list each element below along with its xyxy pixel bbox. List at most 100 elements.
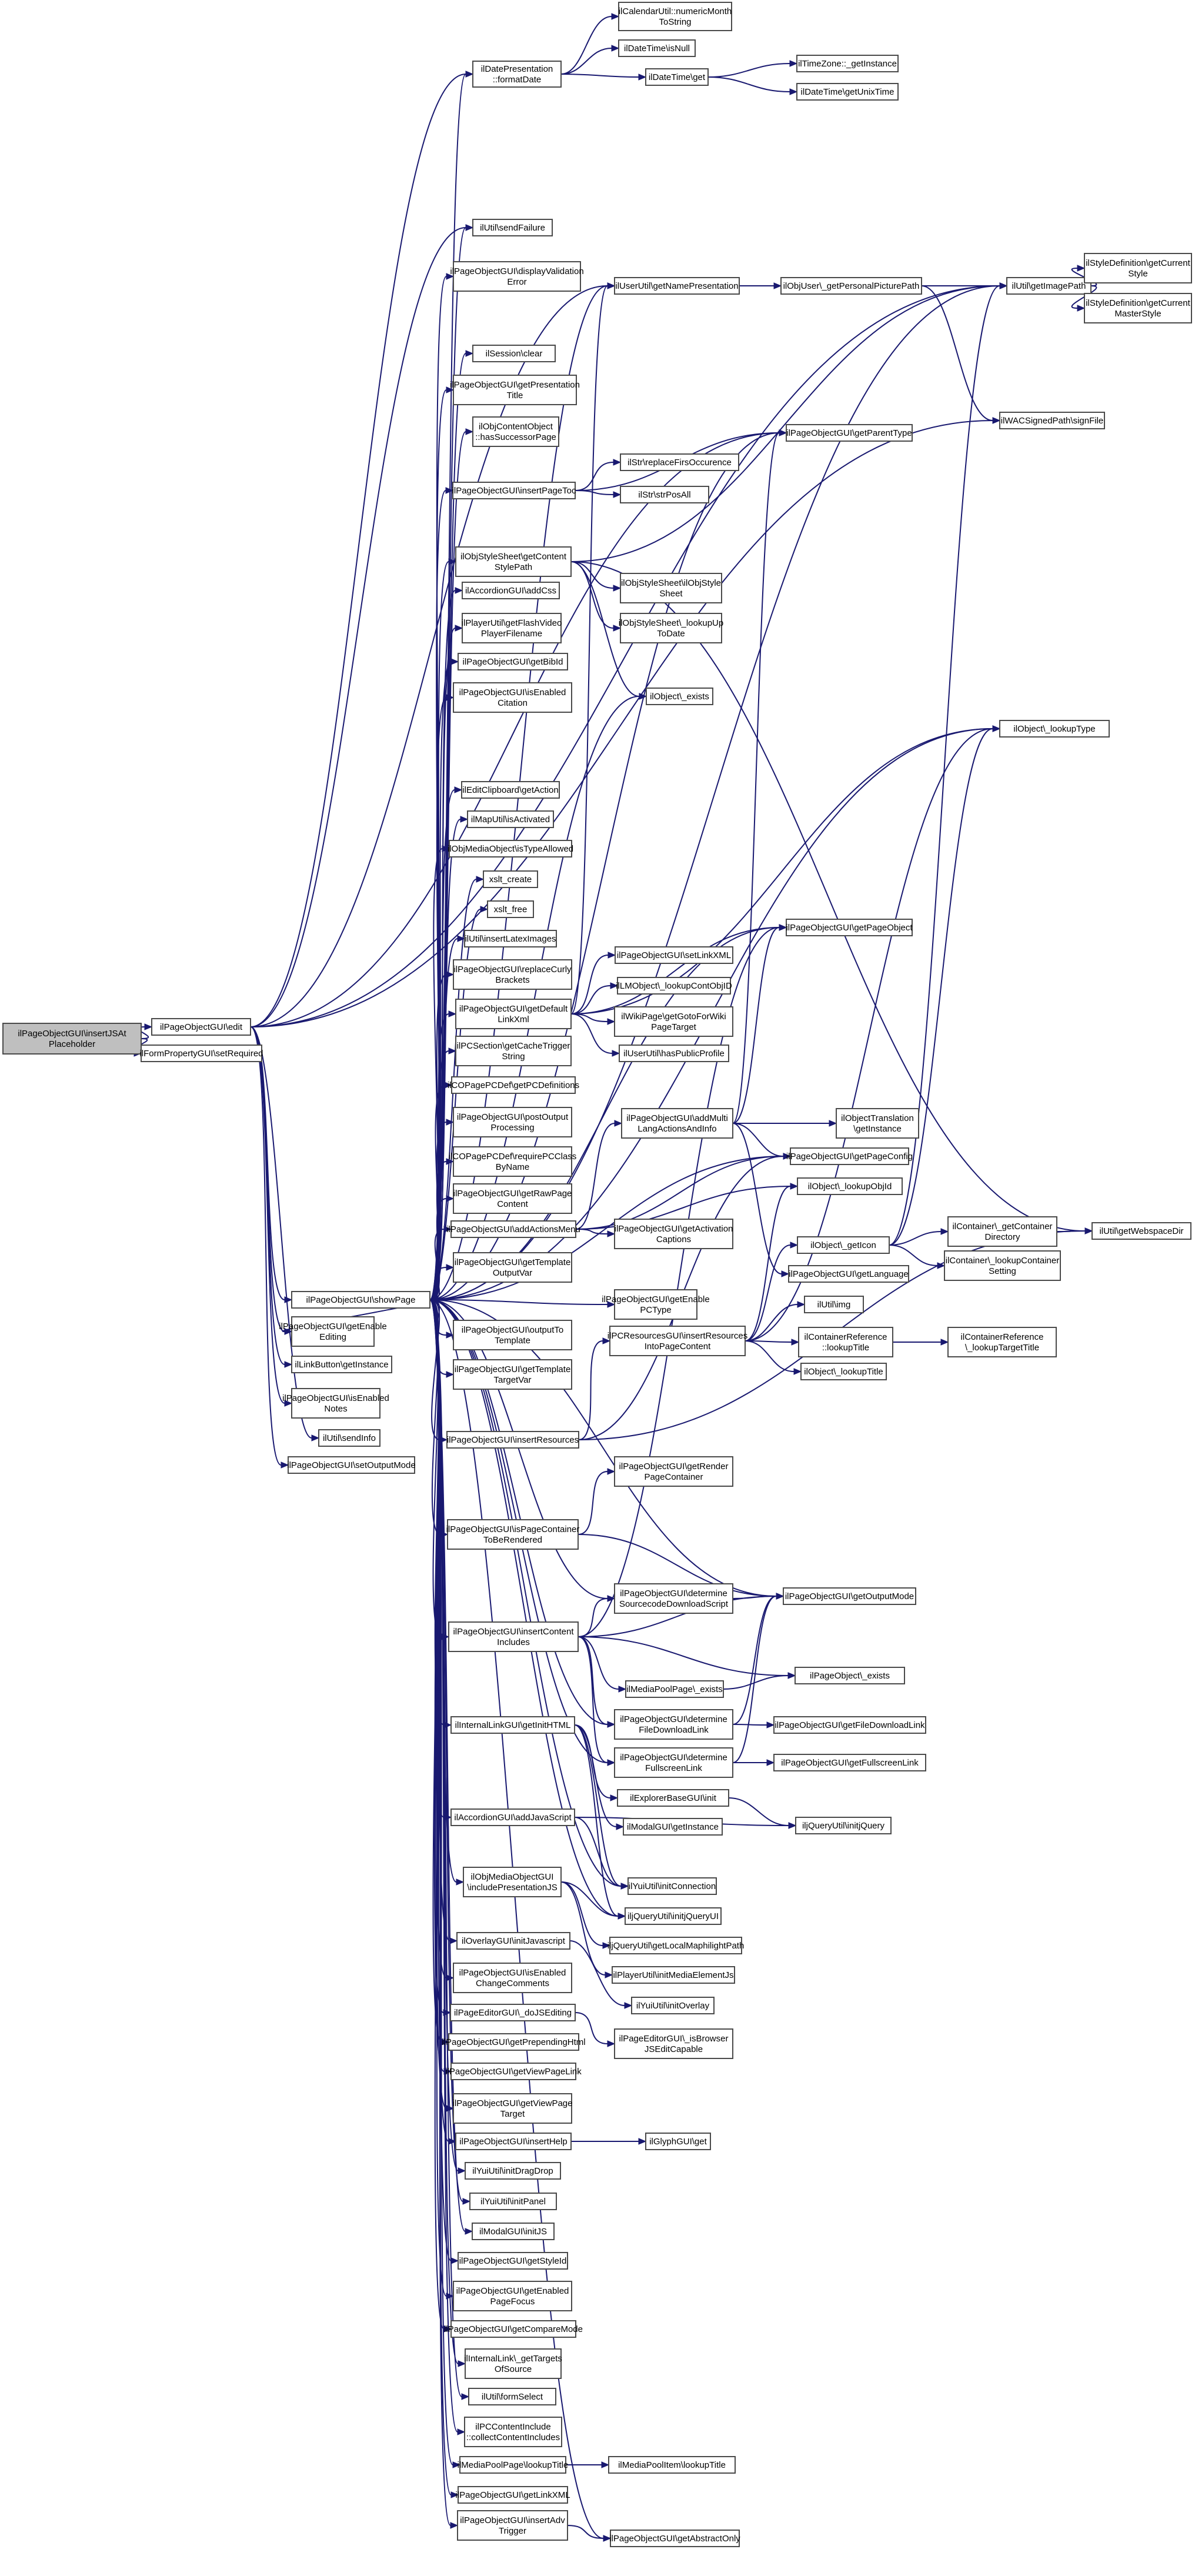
node-yuiPanel[interactable]: ilYuiUtil\initPanel <box>469 2193 557 2210</box>
node-editorDoJs[interactable]: ilPageEditorGUI\_doJSEditing <box>450 2004 576 2021</box>
node-box[interactable] <box>453 682 572 713</box>
node-box[interactable] <box>623 1818 723 1836</box>
node-box[interactable] <box>459 2456 566 2474</box>
node-box[interactable] <box>450 2320 576 2338</box>
node-mediaInclPres[interactable]: ilObjMediaObjectGUI\includePresentationJ… <box>463 1867 562 1897</box>
node-wacSigned[interactable]: ilWACSignedPath\signFile <box>999 412 1105 429</box>
node-box[interactable] <box>621 1108 733 1139</box>
node-detSourcecode[interactable]: ilPageObjectGUI\determineSourcecodeDownl… <box>614 1583 733 1614</box>
node-yuiDragDrop[interactable]: ilYuiUtil\initDragDrop <box>465 2162 561 2180</box>
node-box[interactable] <box>453 261 581 292</box>
node-box[interactable] <box>798 1327 893 1357</box>
node-box[interactable] <box>453 1320 572 1350</box>
node-box[interactable] <box>450 2004 576 2021</box>
node-box[interactable] <box>804 1296 864 1313</box>
node-box[interactable] <box>947 1216 1057 1247</box>
node-box[interactable] <box>786 424 913 442</box>
node-getOutputMode[interactable]: ilPageObjectGUI\getOutputMode <box>783 1587 916 1605</box>
node-box[interactable] <box>773 1716 926 1734</box>
node-yuiOverlay[interactable]: ilYuiUtil\initOverlay <box>631 1997 715 2014</box>
node-box[interactable] <box>458 2486 568 2504</box>
node-box[interactable] <box>455 1036 572 1066</box>
node-dtUnix[interactable]: ilDateTime\getUnixTime <box>796 83 899 101</box>
node-overlayInit[interactable]: ilOverlayGUI\initJavascript <box>456 1932 570 1950</box>
node-isPageContainer[interactable]: ilPageObjectGUI\isPageContainerToBeRende… <box>446 1519 580 1550</box>
node-styleSheetObj[interactable]: ilObjStyleSheet\ilObjStyleSheet <box>620 573 722 603</box>
node-box[interactable] <box>468 2388 556 2405</box>
node-box[interactable] <box>487 900 534 918</box>
node-lookupObjId[interactable]: ilObject\_lookupObjId <box>797 1177 903 1195</box>
node-box[interactable] <box>619 1045 729 1062</box>
node-box[interactable] <box>483 870 538 888</box>
node-box[interactable] <box>797 1177 903 1195</box>
node-box[interactable] <box>620 573 722 603</box>
node-xsltFree[interactable]: xslt_free <box>487 900 534 918</box>
node-getStyleId[interactable]: ilPageObjectGUI\getStyleId <box>458 2252 568 2270</box>
node-box[interactable] <box>614 1747 733 1778</box>
node-box[interactable] <box>288 1456 415 1474</box>
node-box[interactable] <box>646 688 713 705</box>
node-edit[interactable]: ilPageObjectGUI\edit <box>151 1018 251 1036</box>
node-objTransInst[interactable]: ilObjectTranslation\getInstance <box>836 1108 919 1139</box>
node-box[interactable] <box>944 1250 1061 1281</box>
node-box[interactable] <box>462 613 562 643</box>
node-box[interactable] <box>783 1587 916 1605</box>
node-box[interactable] <box>472 416 559 447</box>
node-box[interactable] <box>618 2 732 31</box>
node-insertPageToc[interactable]: ilPageObjectGUI\insertPageToc <box>452 482 576 499</box>
node-box[interactable] <box>462 582 560 599</box>
node-box[interactable] <box>453 959 572 990</box>
node-getFileDownload[interactable]: ilPageObjectGUI\getFileDownloadLink <box>773 1716 926 1734</box>
node-intLinkInit[interactable]: ilInternalLinkGUI\getInitHTML <box>450 1716 575 1734</box>
node-getCompareMode[interactable]: ilPageObjectGUI\getCompareMode <box>444 2320 583 2338</box>
node-accAddJs[interactable]: ilAccordionGUI\addJavaScript <box>450 1808 575 1826</box>
node-box[interactable] <box>610 2530 740 2547</box>
node-hasPublicProfile[interactable]: ilUserUtil\hasPublicProfile <box>619 1045 729 1062</box>
node-box[interactable] <box>614 2028 733 2059</box>
node-box[interactable] <box>448 2033 579 2051</box>
node-getFullscreen[interactable]: ilPageObjectGUI\getFullscreenLink <box>773 1754 926 1771</box>
node-setReq[interactable]: ilFormPropertyGUI\setRequired <box>139 1045 263 1062</box>
node-box[interactable] <box>455 2133 572 2150</box>
node-modalInst[interactable]: ilModalGUI\getInstance <box>623 1818 723 1836</box>
node-objLookupType[interactable]: ilObject\_lookupType <box>999 720 1110 738</box>
node-box[interactable] <box>614 277 740 295</box>
node-editClipboard[interactable]: ilEditClipboard\getAction <box>461 781 560 799</box>
node-accAddCss[interactable]: ilAccordionGUI\addCss <box>462 582 560 599</box>
node-dtIsNull[interactable]: ilDateTime\isNull <box>618 39 696 57</box>
node-box[interactable] <box>472 219 553 236</box>
node-jqInitUI[interactable]: iljQueryUtil\initjQueryUI <box>625 1907 722 1925</box>
node-box[interactable] <box>627 1877 717 1895</box>
node-box[interactable] <box>469 2193 557 2210</box>
node-box[interactable] <box>453 1359 572 1390</box>
node-box[interactable] <box>465 2348 562 2379</box>
node-box[interactable] <box>1006 277 1091 295</box>
node-pageExists[interactable]: ilPageObject\_exists <box>795 1667 905 1684</box>
node-box[interactable] <box>453 1146 572 1177</box>
node-box[interactable] <box>465 2162 561 2180</box>
node-objExists[interactable]: ilObject\_exists <box>646 688 713 705</box>
node-box[interactable] <box>458 2252 568 2270</box>
node-box[interactable] <box>141 1045 262 1062</box>
node-box[interactable] <box>472 61 562 88</box>
node-box[interactable] <box>451 1076 576 1094</box>
node-explorerInit[interactable]: ilExplorerBaseGUI\init <box>617 1789 729 1807</box>
node-userNamePres[interactable]: ilUserUtil\getNamePresentation <box>614 277 740 295</box>
node-box[interactable] <box>453 2093 572 2124</box>
node-getBibId[interactable]: ilPageObjectGUI\getBibId <box>458 653 568 670</box>
node-box[interactable] <box>448 1621 579 1652</box>
node-lmLookupCont[interactable]: ilLMObject\_lookupContObjID <box>616 977 732 995</box>
node-box[interactable] <box>453 1107 572 1137</box>
node-show[interactable]: ilPageObjectGUI\showPage <box>291 1291 430 1309</box>
